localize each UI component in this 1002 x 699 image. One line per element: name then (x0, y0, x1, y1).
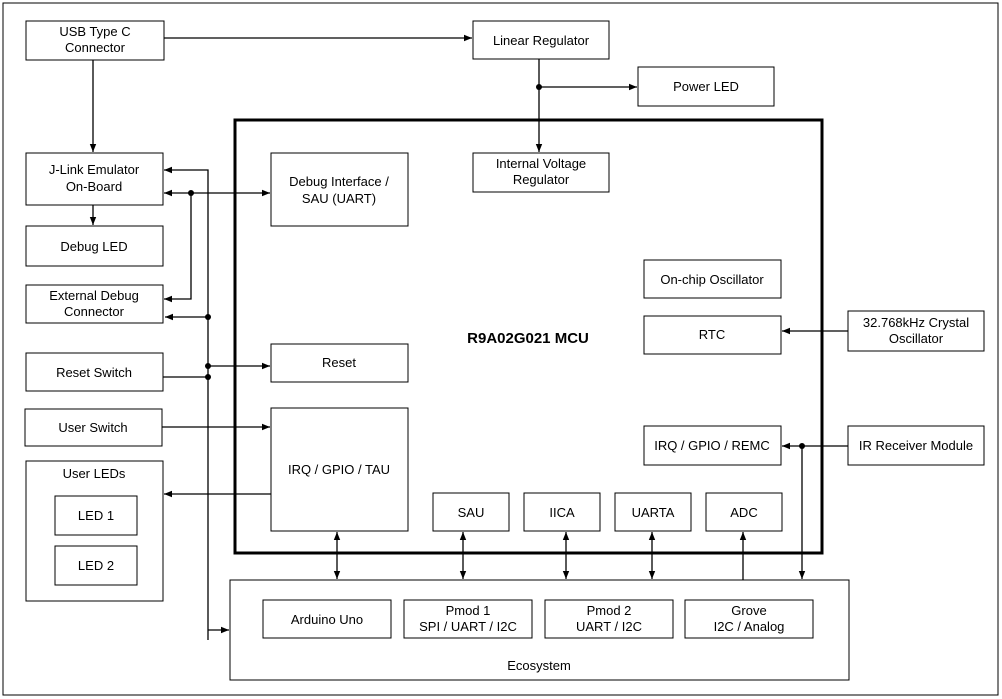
debug-interface-block: Debug Interface / SAU (UART) (270, 152, 409, 227)
junction-reset-switch (205, 374, 211, 380)
junction-reset (205, 363, 211, 369)
jlink-emulator-block: J-Link Emulator On-Board (25, 152, 164, 206)
usb-type-c-block: USB Type C Connector (25, 20, 165, 61)
external-debug-label-line2: Connector (64, 304, 125, 319)
reset-block: Reset (270, 343, 409, 383)
led2-label: LED 2 (78, 558, 114, 573)
irq-gpio-tau-block: IRQ / GPIO / TAU (270, 407, 409, 532)
wire-to-jlink-reset (164, 166, 209, 640)
pmod2-label-line1: Pmod 2 (587, 603, 632, 618)
grove-label-line1: Grove (731, 603, 766, 618)
adc-block: ADC (705, 492, 783, 532)
external-debug-label-line1: External Debug (49, 288, 139, 303)
rtc-label: RTC (699, 327, 725, 342)
ir-receiver-block: IR Receiver Module (847, 425, 985, 466)
irq-gpio-tau-label: IRQ / GPIO / TAU (288, 462, 390, 477)
wire-to-external-debug-upper (164, 193, 192, 303)
crystal-label-line1: 32.768kHz Crystal (863, 315, 969, 330)
mcu-block (233, 118, 824, 555)
ir-receiver-label: IR Receiver Module (859, 438, 973, 453)
internal-voltage-regulator-label-line1: Internal Voltage (496, 156, 586, 171)
usb-type-c-label-line1: USB Type C (59, 24, 130, 39)
power-led-label: Power LED (673, 79, 739, 94)
uarta-label: UARTA (632, 505, 675, 520)
onchip-oscillator-label: On-chip Oscillator (660, 272, 764, 287)
led1-label: LED 1 (78, 508, 114, 523)
onchip-oscillator-block: On-chip Oscillator (643, 259, 782, 299)
pmod2-label-line2: UART / I2C (576, 619, 642, 634)
pmod1-label-line1: Pmod 1 (446, 603, 491, 618)
debug-led-label: Debug LED (60, 239, 127, 254)
pmod1-block: Pmod 1 SPI / UART / I2C (403, 599, 533, 639)
reset-switch-block: Reset Switch (25, 352, 164, 392)
arduino-uno-label: Arduino Uno (291, 612, 363, 627)
sau-block: SAU (432, 492, 510, 532)
junction-power (536, 84, 542, 90)
power-led-block: Power LED (637, 66, 775, 107)
internal-voltage-regulator-block: Internal Voltage Regulator (472, 152, 610, 193)
grove-block: Grove I2C / Analog (684, 599, 814, 639)
reset-switch-label: Reset Switch (56, 365, 132, 380)
debug-interface-label-line2: SAU (UART) (302, 191, 376, 206)
iica-block: IICA (523, 492, 601, 532)
led2-block: LED 2 (54, 545, 138, 586)
grove-label-line2: I2C / Analog (714, 619, 785, 634)
usb-type-c-label-line2: Connector (65, 40, 126, 55)
uarta-block: UARTA (614, 492, 692, 532)
debug-interface-label-line1: Debug Interface / (289, 174, 389, 189)
jlink-emulator-label-line2: On-Board (66, 179, 122, 194)
pmod1-label-line2: SPI / UART / I2C (419, 619, 517, 634)
connections (89, 34, 848, 640)
iica-label: IICA (549, 505, 575, 520)
linear-regulator-block: Linear Regulator (472, 20, 610, 60)
external-debug-block: External Debug Connector (25, 284, 164, 324)
internal-voltage-regulator-label-line2: Regulator (513, 172, 570, 187)
user-leds-label: User LEDs (63, 466, 126, 481)
pmod2-block: Pmod 2 UART / I2C (544, 599, 674, 639)
rtc-block: RTC (643, 315, 782, 355)
jlink-emulator-label-line1: J-Link Emulator (49, 162, 140, 177)
adc-label: ADC (730, 505, 757, 520)
reset-label: Reset (322, 355, 356, 370)
irq-gpio-remc-block: IRQ / GPIO / REMC (643, 425, 782, 466)
linear-regulator-label: Linear Regulator (493, 33, 590, 48)
crystal-block: 32.768kHz Crystal Oscillator (847, 310, 985, 352)
arduino-uno-block: Arduino Uno (262, 599, 392, 639)
crystal-label-line2: Oscillator (889, 331, 944, 346)
user-switch-label: User Switch (58, 420, 127, 435)
junction-ext-debug (205, 314, 211, 320)
debug-led-block: Debug LED (25, 225, 164, 267)
user-switch-block: User Switch (24, 408, 163, 447)
irq-gpio-remc-label: IRQ / GPIO / REMC (654, 438, 770, 453)
sau-label: SAU (458, 505, 485, 520)
led1-block: LED 1 (54, 495, 138, 536)
mcu-label: R9A02G021 MCU (467, 330, 589, 347)
ecosystem-label: Ecosystem (507, 658, 571, 673)
